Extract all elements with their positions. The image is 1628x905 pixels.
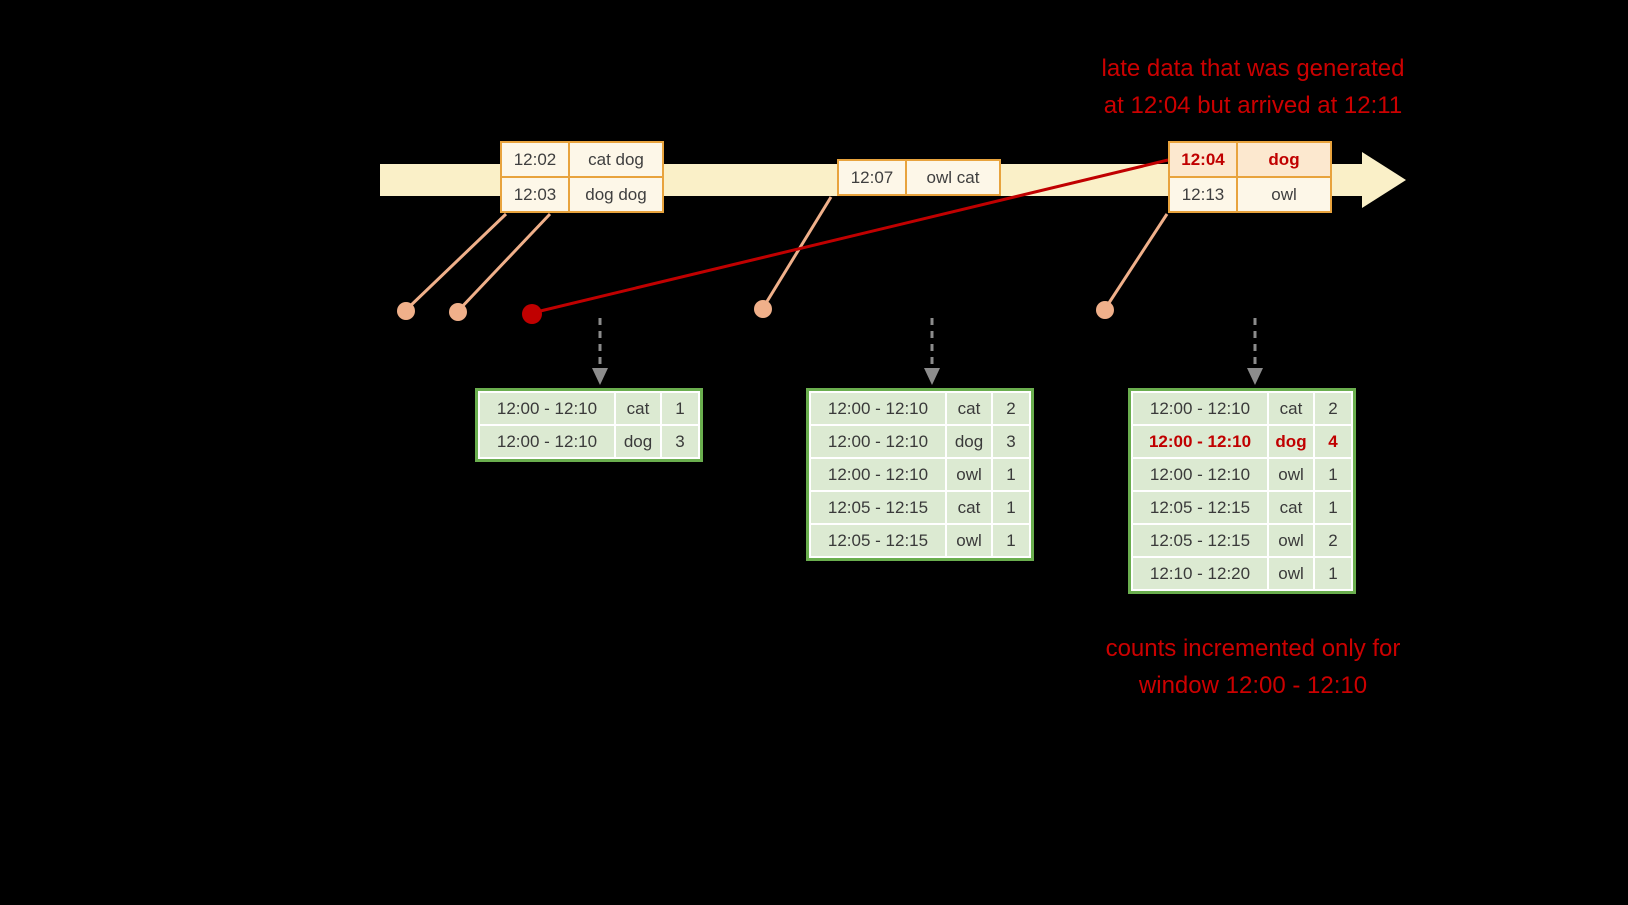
table-row: 12:00 - 12:10 cat 2	[1133, 393, 1351, 424]
trigger-arrowhead	[924, 368, 940, 385]
result-word-cell: dog	[947, 426, 991, 457]
table-row: 12:03 dog dog	[500, 176, 664, 213]
result-word-cell: owl	[947, 459, 991, 490]
note-line: counts incremented only for	[1105, 635, 1401, 662]
table-row: 12:00 - 12:10 owl 1	[1133, 459, 1351, 490]
result-window-cell: 12:05 - 12:15	[811, 492, 945, 523]
result-window-cell: 12:00 - 12:10	[811, 426, 945, 457]
table-row: 12:05 - 12:15 cat 1	[811, 492, 1029, 523]
late-updated-row: 12:00 - 12:10 dog 4	[1133, 426, 1351, 457]
result-window-cell: 12:00 - 12:10	[480, 426, 614, 457]
result-count-cell: 1	[993, 492, 1029, 523]
result-count-cell: 1	[1315, 459, 1351, 490]
event-connector-line	[761, 196, 833, 309]
event-time-cell: 12:13	[1168, 176, 1238, 213]
event-words-cell: cat dog	[568, 141, 664, 178]
note-line: late data that was generated	[1101, 55, 1405, 82]
result-count-cell: 1	[993, 525, 1029, 556]
result-count-cell: 1	[1315, 492, 1351, 523]
result-word-cell: cat	[947, 492, 991, 523]
event-time-cell: 12:07	[837, 159, 907, 196]
result-window-cell: 12:05 - 12:15	[1133, 492, 1267, 523]
result-window-cell: 12:00 - 12:10	[811, 393, 945, 424]
result-word-cell: cat	[947, 393, 991, 424]
result-word-cell: owl	[1269, 459, 1313, 490]
result-table-1: 12:00 - 12:10 cat 1 12:00 - 12:10 dog 3	[475, 388, 703, 462]
table-row: 12:02 cat dog	[500, 141, 664, 178]
result-word-cell: dog	[1269, 426, 1313, 457]
event-table-2: 12:07 owl cat	[837, 159, 1001, 196]
event-words-cell: owl cat	[905, 159, 1001, 196]
table-row: 12:00 - 12:10 cat 1	[480, 393, 698, 424]
result-count-cell: 4	[1315, 426, 1351, 457]
table-row: 12:07 owl cat	[837, 159, 1001, 196]
event-time-cell: 12:04	[1168, 141, 1238, 178]
table-row: 12:05 - 12:15 cat 1	[1133, 492, 1351, 523]
result-window-cell: 12:00 - 12:10	[1133, 426, 1267, 457]
event-dot	[754, 300, 772, 318]
result-window-cell: 12:05 - 12:15	[1133, 525, 1267, 556]
event-connector-line	[456, 212, 552, 313]
event-connector-line	[1103, 213, 1169, 310]
event-dot	[449, 303, 467, 321]
result-window-cell: 12:05 - 12:15	[811, 525, 945, 556]
table-row: 12:00 - 12:10 dog 3	[480, 426, 698, 457]
note-line: at 12:04 but arrived at 12:11	[1103, 92, 1403, 119]
table-row: 12:00 - 12:10 owl 1	[811, 459, 1029, 490]
table-row: 12:05 - 12:15 owl 2	[1133, 525, 1351, 556]
table-row: 12:05 - 12:15 owl 1	[811, 525, 1029, 556]
result-count-cell: 3	[662, 426, 698, 457]
event-time-cell: 12:02	[500, 141, 570, 178]
result-count-cell: 2	[1315, 393, 1351, 424]
result-count-cell: 1	[993, 459, 1029, 490]
result-word-cell: cat	[1269, 492, 1313, 523]
event-connector-line	[404, 212, 508, 312]
result-count-cell: 2	[993, 393, 1029, 424]
result-word-cell: cat	[616, 393, 660, 424]
trigger-arrowhead	[592, 368, 608, 385]
table-row: 12:10 - 12:20 owl 1	[1133, 558, 1351, 589]
note-line: window 12:00 - 12:10	[1138, 672, 1368, 699]
late-data-connector-line	[531, 158, 1169, 315]
event-words-cell: dog	[1236, 141, 1332, 178]
counts-note: counts incremented only for window 12:00…	[1018, 630, 1488, 704]
result-word-cell: owl	[1269, 525, 1313, 556]
late-data-note: late data that was generated at 12:04 bu…	[1018, 50, 1488, 124]
result-count-cell: 3	[993, 426, 1029, 457]
result-word-cell: owl	[1269, 558, 1313, 589]
late-event-row: 12:04 dog	[1168, 141, 1332, 178]
result-window-cell: 12:00 - 12:10	[811, 459, 945, 490]
event-words-cell: dog dog	[568, 176, 664, 213]
result-word-cell: cat	[1269, 393, 1313, 424]
late-event-dot	[522, 304, 542, 324]
result-window-cell: 12:10 - 12:20	[1133, 558, 1267, 589]
table-row: 12:00 - 12:10 dog 3	[811, 426, 1029, 457]
result-table-3: 12:00 - 12:10 cat 2 12:00 - 12:10 dog 4 …	[1128, 388, 1356, 594]
event-dot	[397, 302, 415, 320]
result-word-cell: owl	[947, 525, 991, 556]
result-table-2: 12:00 - 12:10 cat 2 12:00 - 12:10 dog 3 …	[806, 388, 1034, 561]
event-words-cell: owl	[1236, 176, 1332, 213]
result-count-cell: 2	[1315, 525, 1351, 556]
event-table-3: 12:04 dog 12:13 owl	[1168, 141, 1332, 213]
trigger-arrowhead	[1247, 368, 1263, 385]
event-table-1: 12:02 cat dog 12:03 dog dog	[500, 141, 664, 213]
event-dot	[1096, 301, 1114, 319]
result-window-cell: 12:00 - 12:10	[480, 393, 614, 424]
result-count-cell: 1	[1315, 558, 1351, 589]
event-time-cell: 12:03	[500, 176, 570, 213]
result-window-cell: 12:00 - 12:10	[1133, 393, 1267, 424]
result-word-cell: dog	[616, 426, 660, 457]
result-window-cell: 12:00 - 12:10	[1133, 459, 1267, 490]
timeline-arrowhead	[1362, 152, 1406, 208]
table-row: 12:00 - 12:10 cat 2	[811, 393, 1029, 424]
result-count-cell: 1	[662, 393, 698, 424]
table-row: 12:13 owl	[1168, 176, 1332, 213]
